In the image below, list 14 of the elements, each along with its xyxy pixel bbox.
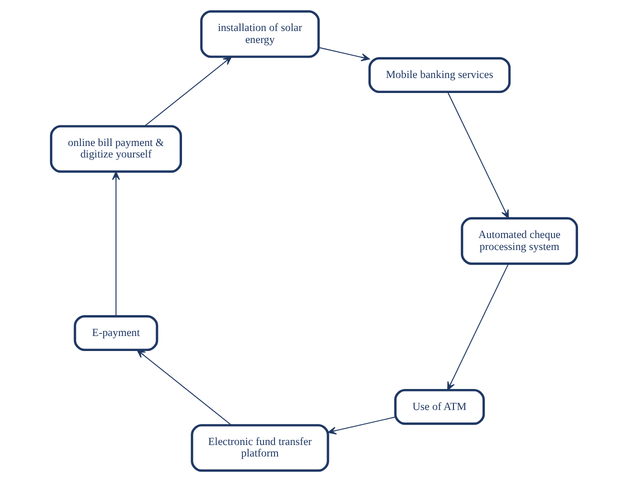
arrow <box>318 47 370 62</box>
node-box: installation of solar energy <box>200 10 320 58</box>
arrow <box>328 416 396 435</box>
node-box: Use of ATM <box>394 388 485 425</box>
node-box: Mobile banking services <box>368 57 511 94</box>
arrow <box>112 171 120 317</box>
node-box: E-payment <box>74 315 158 352</box>
node-box: Automated cheque processing system <box>460 217 578 265</box>
node-box: Electronic fund transfer platform <box>190 424 330 472</box>
arrow <box>447 263 509 390</box>
arrow <box>447 91 509 219</box>
node-box: online bill payment & digitize yourself <box>50 125 182 173</box>
arrow <box>144 56 232 127</box>
arrow <box>136 349 232 426</box>
